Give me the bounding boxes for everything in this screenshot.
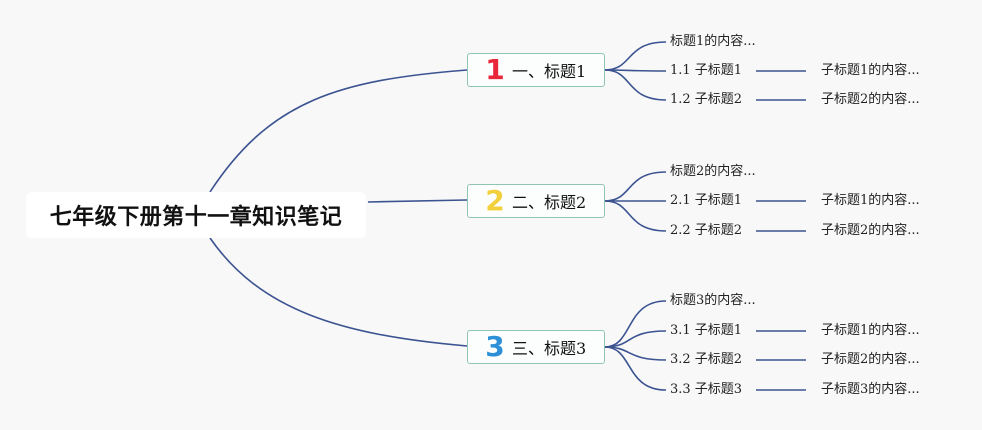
connector-central-branch-3	[209, 237, 468, 347]
branch-summary[interactable]: 标题3的内容...	[670, 293, 756, 308]
branch-title: 三、标题3	[512, 339, 587, 358]
subtopic-content[interactable]: 子标题1的内容...	[821, 323, 920, 338]
connector-central-branch-2	[367, 199, 468, 203]
subtopic-label[interactable]: 1.1 子标题1	[670, 63, 743, 78]
connector-branch-3-row-4	[604, 346, 667, 391]
branch-title: 二、标题2	[512, 193, 587, 212]
connector-branch-2-row-3	[604, 200, 667, 232]
connector-branch-2-row-1	[604, 171, 667, 202]
branch-number-icon: 1	[485, 53, 505, 86]
central-topic-label: 七年级下册第十一章知识笔记	[49, 205, 343, 230]
subtopic-content[interactable]: 子标题1的内容...	[821, 63, 920, 78]
subtopic-content[interactable]: 子标题2的内容...	[821, 352, 920, 367]
branch-node-3[interactable]: 3 三、标题3	[467, 330, 605, 364]
connector-branch-3-row-3	[604, 346, 667, 361]
branch-number-icon: 3	[485, 330, 505, 363]
subtopic-label[interactable]: 2.1 子标题1	[670, 193, 743, 208]
connector-branch-1-row-3	[604, 69, 667, 101]
connector-branch-3-row-2	[604, 330, 667, 348]
branch-number-icon: 2	[485, 184, 505, 217]
connector-branch-3-row-1	[604, 300, 667, 348]
central-topic[interactable]: 七年级下册第十一章知识笔记	[26, 192, 366, 238]
connector-branch-1-row-1	[604, 41, 667, 71]
subtopic-content[interactable]: 子标题1的内容...	[821, 193, 920, 208]
branch-summary[interactable]: 标题1的内容...	[670, 34, 756, 49]
subtopic-label[interactable]: 2.2 子标题2	[670, 223, 743, 238]
subtopic-label[interactable]: 1.2 子标题2	[670, 92, 743, 107]
connector-central-branch-1	[209, 69, 468, 193]
branch-summary[interactable]: 标题2的内容...	[670, 164, 756, 179]
branch-node-1[interactable]: 1 一、标题1	[467, 53, 605, 87]
subtopic-label[interactable]: 3.1 子标题1	[670, 323, 743, 338]
subtopic-label[interactable]: 3.3 子标题3	[670, 382, 743, 397]
branch-node-2[interactable]: 2 二、标题2	[467, 184, 605, 218]
subtopic-label[interactable]: 3.2 子标题2	[670, 352, 743, 367]
subtopic-content[interactable]: 子标题2的内容...	[821, 92, 920, 107]
subtopic-content[interactable]: 子标题3的内容...	[821, 382, 920, 397]
branch-title: 一、标题1	[512, 62, 587, 81]
subtopic-content[interactable]: 子标题2的内容...	[821, 223, 920, 238]
